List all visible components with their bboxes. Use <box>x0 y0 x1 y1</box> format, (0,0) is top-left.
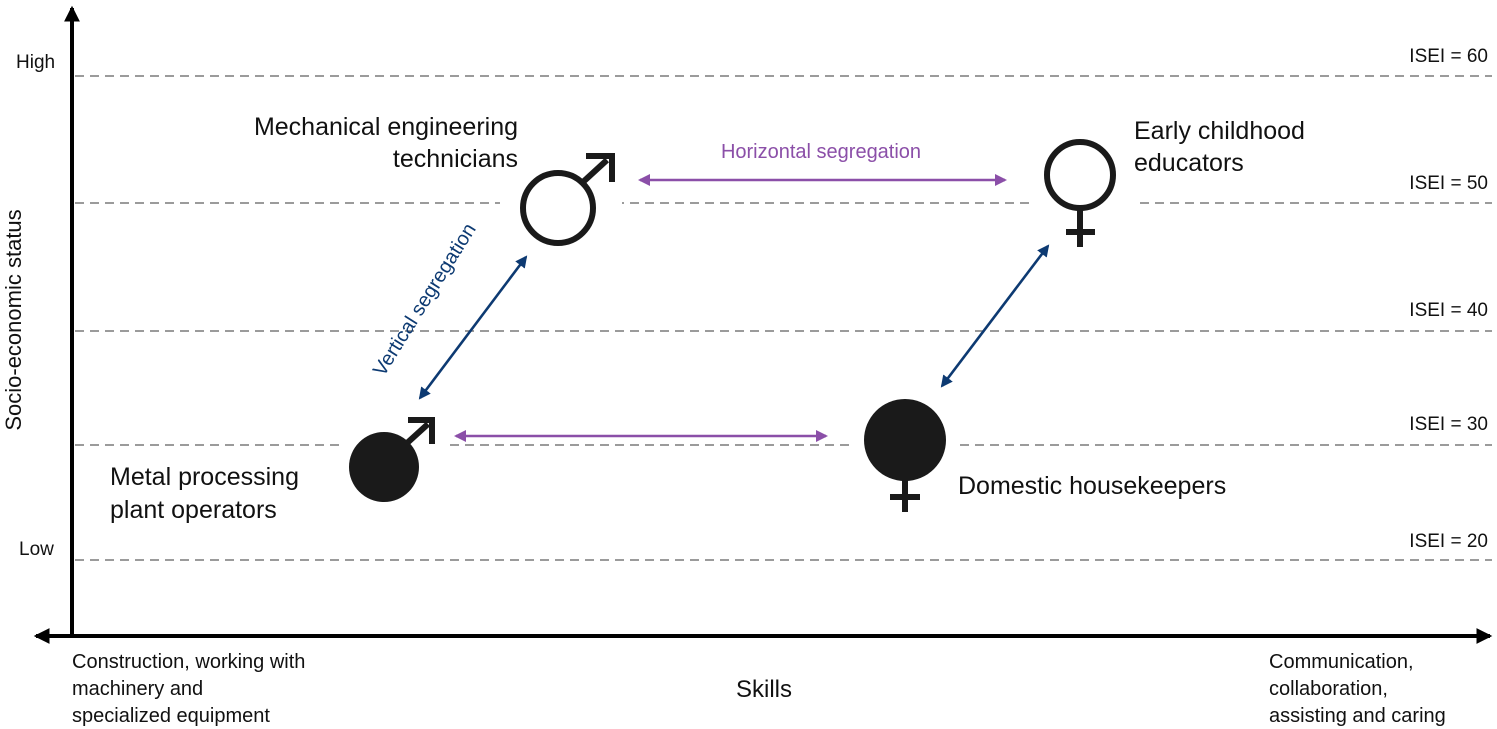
isei-label-30: ISEI = 30 <box>1409 414 1488 435</box>
x-axis-title: Skills <box>736 676 792 703</box>
early-line-2: educators <box>1134 149 1244 177</box>
y-axis-low-label: Low <box>19 539 54 560</box>
x-right-line-2: collaboration, <box>1269 678 1388 700</box>
female-filled-icon <box>864 399 946 512</box>
male-filled-icon <box>349 417 435 502</box>
occupation-label-metal-processing: Metal processing plant operators <box>110 463 299 524</box>
x-left-line-3: specialized equipment <box>72 705 270 727</box>
y-axis-title: Socio-economic status <box>1 209 26 430</box>
isei-label-40: ISEI = 40 <box>1409 300 1488 321</box>
isei-label-50: ISEI = 50 <box>1409 173 1488 194</box>
isei-label-60: ISEI = 60 <box>1409 46 1488 67</box>
x-axis-right-label: Communication, collaboration, assisting … <box>1269 651 1446 727</box>
x-right-line-3: assisting and caring <box>1269 705 1446 727</box>
x-left-line-2: machinery and <box>72 678 203 700</box>
early-line-1: Early childhood <box>1134 117 1305 145</box>
vertical-arrow-right <box>940 244 1050 388</box>
metal-line-2: plant operators <box>110 496 277 524</box>
isei-label-20: ISEI = 20 <box>1409 531 1488 552</box>
isei-labels: ISEI = 60 ISEI = 50 ISEI = 40 ISEI = 30 … <box>1409 46 1488 552</box>
isei-grid <box>75 75 1492 561</box>
male-outline-icon <box>520 153 615 246</box>
x-right-line-1: Communication, <box>1269 651 1414 673</box>
mech-line-2: technicians <box>393 145 518 173</box>
y-axis-high-label: High <box>16 52 55 73</box>
x-left-line-1: Construction, working with <box>72 651 305 673</box>
metal-line-1: Metal processing <box>110 463 299 491</box>
vertical-arrow-left <box>418 255 528 400</box>
female-outline-icon <box>1044 139 1116 247</box>
vertical-segregation-label: Vertical segregation <box>369 220 481 381</box>
x-axis-left-label: Construction, working with machinery and… <box>72 651 305 727</box>
occupation-label-domestic: Domestic housekeepers <box>958 472 1226 500</box>
mech-line-1: Mechanical engineering <box>254 113 518 141</box>
horizontal-segregation-label: Horizontal segregation <box>721 141 921 163</box>
occupation-label-mechanical: Mechanical engineering technicians <box>254 113 518 173</box>
occupation-label-early-childhood: Early childhood educators <box>1134 117 1305 177</box>
